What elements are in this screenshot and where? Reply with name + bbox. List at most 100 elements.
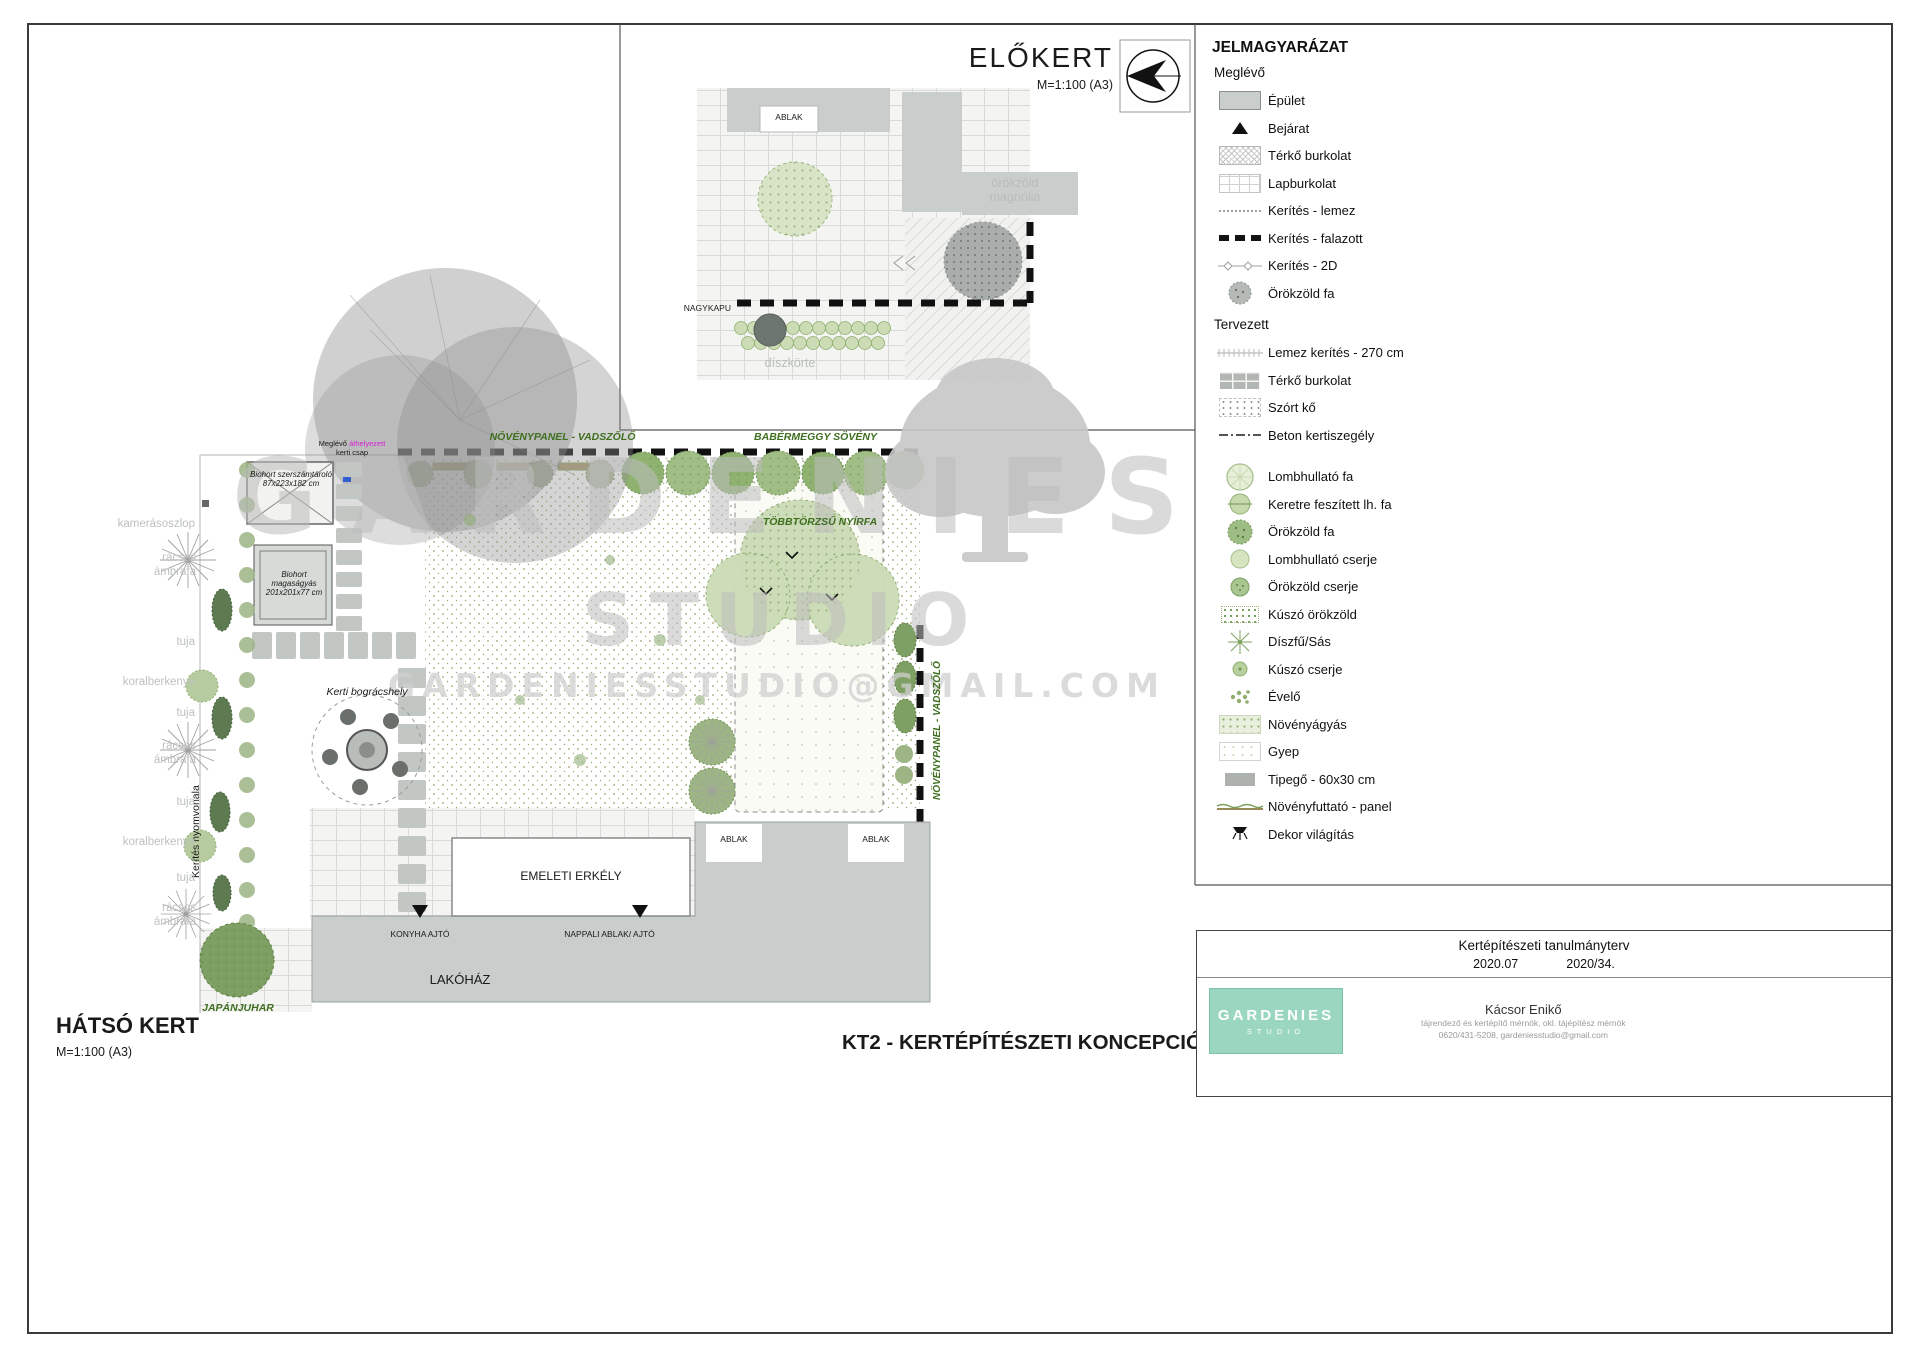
legend-item-label: Kúszó cserje [1268,661,1343,677]
multi-trunk-birch [705,499,900,647]
legend-item: Kúszó cserje [1212,656,1892,684]
back-masonry-fence [398,448,924,833]
legend-item: Tipegő - 60x30 cm [1212,766,1892,794]
legend-item-label: Örökzöld fa [1268,524,1335,540]
legend-item: Lapburkolat [1212,170,1892,198]
legend-panel: JELMAGYARÁZAT Meglévő Épület Bejárat Tér… [1196,25,1892,885]
legend-item: Gyep [1212,738,1892,766]
house-window-1 [706,824,762,862]
back-garden-plan [159,268,931,1013]
legend-item: Dekor világítás [1212,821,1892,849]
legend-item: Kerítés - 2D [1212,252,1892,280]
watermark-tree-silhouette [885,358,1105,562]
front-deciduous-tree [757,161,833,237]
legend-item: Örökzöld fa [1212,518,1892,546]
legend-item: Kerítés - lemez [1212,197,1892,225]
concrete-edge-dashdot-icon [1212,434,1268,437]
legend-item: Szórt kő [1212,394,1892,422]
legend-item-label: Kúszó örökzöld [1268,606,1357,622]
legend-title: JELMAGYARÁZAT [1212,39,1349,56]
designer-info: Kácsor Enikő tájrendező és kertépítő mér… [1421,1001,1626,1041]
legend-item: Lombhullató cserje [1212,546,1892,574]
legend-item-label: Térkő burkolat [1268,148,1352,164]
legend-item-label: Dekor világítás [1268,826,1354,842]
legend-item: Térkő burkolat [1212,142,1892,170]
building-swatch-icon [1212,91,1268,111]
legend-item-label: Díszfű/Sás [1268,634,1331,650]
legend-item-label: Kerítés - lemez [1268,203,1356,219]
legend-item-label: Bejárat [1268,120,1310,136]
legend-item-label: Növényágyás [1268,716,1347,732]
stepping-stone-icon [1212,772,1268,786]
paver-brick-icon [1212,371,1268,389]
scattered-stone-icon [1212,398,1268,418]
plan-number: 2020/34. [1566,957,1615,971]
kitchen-door-triangle [412,905,428,918]
legend-item: Beton kertiszegély [1212,422,1892,450]
deciduous-shrub-icon [1212,548,1268,570]
front-masonry-fence [737,222,1034,307]
legend-item-label: Lombhullató fa [1268,469,1354,485]
front-garden-plan [697,39,1191,380]
designer-contact: 0620/431-5208, gardeniesstudio@gmail.com [1438,1029,1608,1040]
biohort-shed [246,461,334,525]
gate-chevrons [893,255,916,271]
legend-item: Lombhullató fa [1212,463,1892,491]
perennial-dots-icon [1212,688,1268,706]
evergreen-tree-grey-icon [1212,280,1268,306]
sheet-fence-ticks-icon [1212,347,1268,359]
document-type: Kertépítészeti tanulmányterv [1458,938,1630,953]
legend-item: Évelő [1212,683,1892,711]
front-window [759,105,819,133]
house-window-2 [848,824,904,862]
legend-item: Kerítés - falazott [1212,225,1892,253]
designer-title: tájrendező és kertépítő mérnök, okl. táj… [1421,1018,1626,1029]
document-meta: 2020.07 2020/34. [1197,957,1891,978]
legend-item-label: Évelő [1268,689,1301,705]
legend-item: Díszfű/Sás [1212,628,1892,656]
legend-item: Épület [1212,87,1892,115]
legend-item: Kúszó örökzöld [1212,601,1892,629]
legend-item-label: Lapburkolat [1268,175,1336,191]
fire-pit [311,694,423,806]
deciduous-tree-icon [1212,462,1268,492]
entrance-triangle-icon [1212,120,1268,136]
right-border-plants [688,622,917,815]
legend-item: Növényágyás [1212,711,1892,739]
legend-item-label: Gyep [1268,744,1300,760]
house-footprint [311,821,931,1003]
legend-item: Bejárat [1212,115,1892,143]
legend-item-label: Lemez kerítés - 270 cm [1268,345,1404,361]
legend-item: Lemez kerítés - 270 cm [1212,339,1892,367]
legend-item-label: Térkő burkolat [1268,372,1352,388]
paver-crosshatch-icon [1212,146,1268,166]
biohort-raised-bed [253,544,333,626]
balcony-outline [451,837,691,917]
studio-logo-text: GARDENIES [1217,1006,1335,1024]
legend-planned-title: Tervezett [1214,317,1269,332]
legend-item-label: Keretre feszített lh. fa [1268,496,1392,512]
ornamental-grass-burst-icon [1212,629,1268,655]
camera-post [202,500,209,507]
studio-logo-subtext: STUDIO [1246,1026,1306,1036]
legend-item-label: Lombhullató cserje [1268,551,1378,567]
climbing-panel-icon [1212,802,1268,812]
legend-item-label: Beton kertiszegély [1268,427,1375,443]
creeping-shrub-icon [1212,660,1268,678]
legend-item: Örökzöld fa [1212,280,1892,308]
legend-item: Örökzöld cserje [1212,573,1892,601]
plan-date: 2020.07 [1473,957,1519,971]
espalier-tree-icon [1212,491,1268,517]
legend-item: Térkő burkolat [1212,367,1892,395]
legend-item-label: Tipegő - 60x30 cm [1268,771,1376,787]
evergreen-shrub-icon [1212,576,1268,598]
legend-existing-title: Meglévő [1214,65,1266,80]
legend-item-label: Szórt kő [1268,400,1316,416]
legend-item-label: Örökzöld cserje [1268,579,1359,595]
living-door-triangle [632,905,648,918]
decor-light-icon [1212,825,1268,843]
slab-grid-icon [1212,173,1268,193]
front-evergreen-grey [943,221,1023,301]
